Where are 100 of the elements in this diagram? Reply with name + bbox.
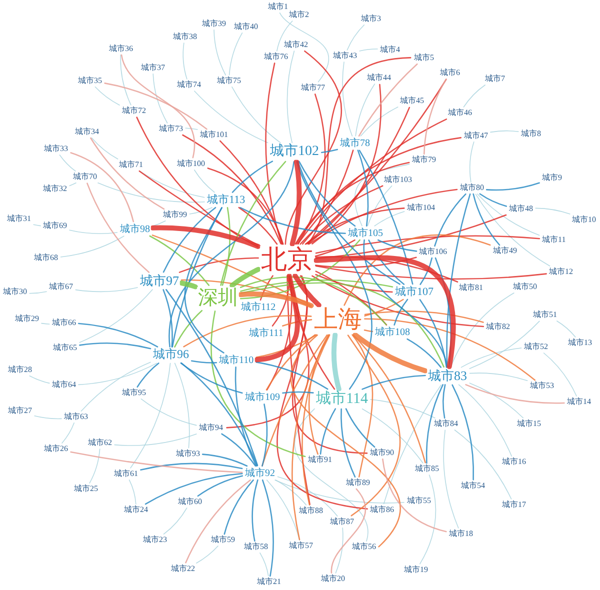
network-link [463,84,486,108]
network-link [320,148,338,154]
network-link [406,338,442,368]
network-link [178,257,259,273]
city-label: 城市47 [463,132,489,140]
network-link [362,374,426,390]
network-link [185,479,252,564]
network-link [543,352,577,396]
city-label: 城市99 [162,210,188,220]
network-link [314,255,456,370]
network-link [169,161,295,348]
city-label: 城市18 [448,530,474,538]
city-label: 城市60 [177,498,203,506]
network-link [315,270,388,326]
network-link [460,348,522,368]
city-label: 城市11 [541,236,567,244]
network-link [297,160,400,285]
network-link [120,54,196,158]
network-link [364,318,536,381]
city-label: 城市2 [288,10,310,20]
city-label: 城市107 [394,286,434,298]
network-link [183,315,312,348]
network-link [172,207,222,348]
network-link [41,322,50,324]
city-label: 城市16 [501,458,527,466]
network-link [260,275,274,301]
network-link [358,63,418,137]
network-link [442,384,446,419]
city-label: 城市36 [108,44,134,54]
network-link [315,214,507,259]
city-label: 城市26 [43,444,69,454]
city-label: 城市30 [2,288,28,296]
network-link [306,78,447,245]
network-link [262,404,268,467]
network-link [352,334,374,478]
city-label: 城市51 [532,310,558,320]
network-link [307,57,412,244]
network-link [262,479,274,577]
network-link [207,168,284,245]
network-link [315,256,458,283]
city-label: 城市7 [484,74,506,84]
network-link [359,48,378,52]
network-link [282,319,312,327]
network-link [240,276,387,326]
network-link [104,82,208,130]
city-label: 城市53 [529,382,555,390]
city-label: 城市8 [520,130,542,138]
city-label: 城市83 [427,368,468,384]
network-link [282,391,314,394]
network-link [335,528,344,574]
network-link [29,376,50,384]
city-label: 城市4 [379,46,401,54]
network-link [357,150,369,227]
network-link [420,474,436,564]
city-label: 城市67 [48,282,74,292]
network-link [490,130,519,133]
network-link [79,289,153,343]
network-link [194,170,215,193]
network-link [434,193,466,247]
city-label: 城市45 [399,96,425,106]
network-link [276,20,293,52]
network-link [475,194,550,266]
city-label: 城市15 [516,420,542,428]
network-link [370,399,436,418]
network-link [465,384,565,404]
network-link [308,334,330,455]
city-label: 城市65 [52,344,78,352]
city-label: 城市73 [158,124,184,134]
network-link [276,275,368,510]
city-label: 城市68 [33,254,59,262]
network-link [368,240,405,285]
network-link [182,134,282,244]
city-label: 城市76 [263,52,289,62]
city-label: 城市42 [283,40,309,50]
network-link [240,207,346,234]
network-link [472,193,500,246]
network-link [352,332,428,374]
network-link [294,408,368,542]
network-link [128,480,136,504]
network-link [346,24,365,50]
network-link [91,138,118,160]
network-link [297,118,448,244]
network-link [284,50,342,245]
city-label: 城市88 [298,506,324,516]
network-link [220,160,286,286]
city-label: 城市56 [351,542,377,552]
city-label: 城市93 [175,450,201,458]
network-link [486,182,540,191]
network-link [174,362,190,448]
network-link [150,225,261,249]
network-link [360,106,398,136]
city-label: 城市104 [406,204,436,212]
city-label: 城市22 [170,564,196,574]
network-link [114,434,197,446]
network-link [78,362,158,386]
network-link [382,458,447,532]
network-link [300,185,384,245]
city-label: 城市105 [347,228,384,238]
network-link [315,265,547,280]
network-link [330,488,366,574]
